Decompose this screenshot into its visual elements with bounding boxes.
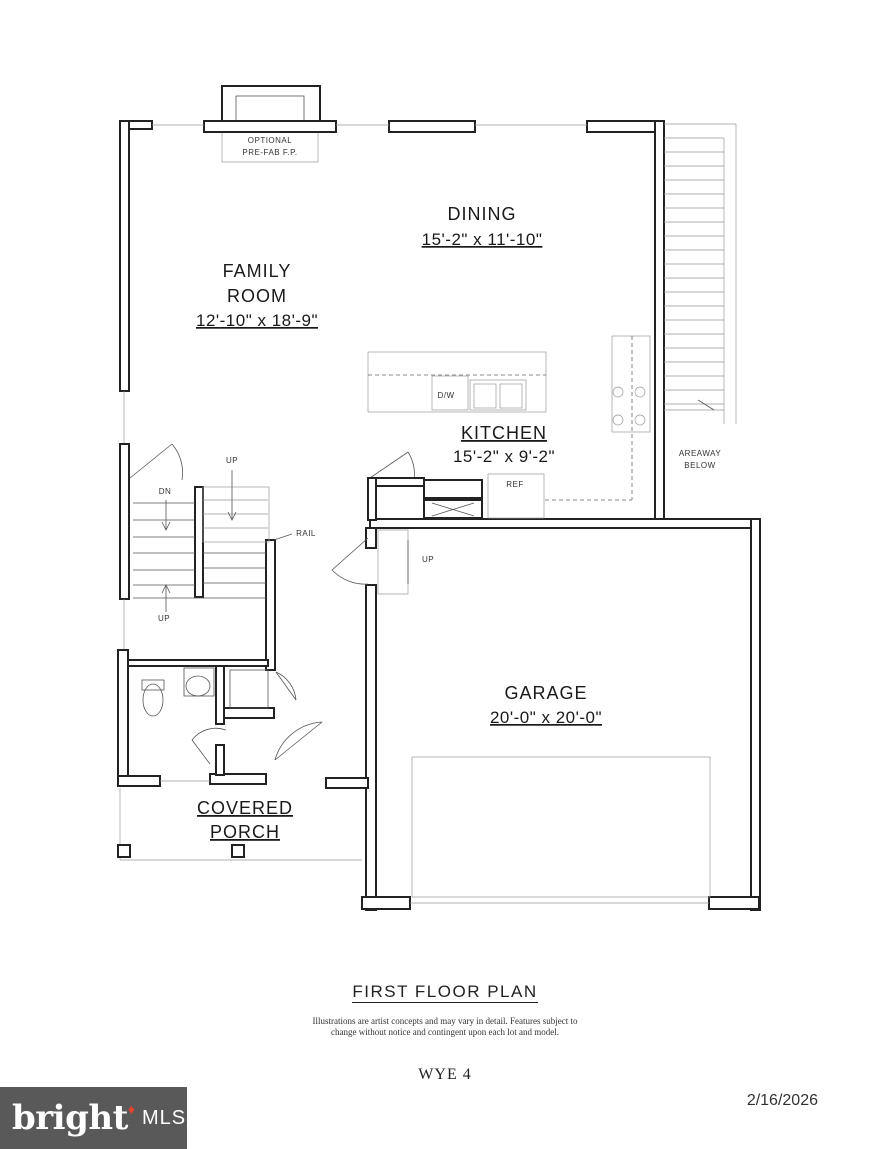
areaway-note-line1: AREAWAY <box>679 449 721 458</box>
dining-dimensions: 15'-2" x 11'-10" <box>422 230 543 249</box>
dishwasher-note: D/W <box>437 391 454 400</box>
fireplace-note-line1: OPTIONAL <box>248 136 293 145</box>
areaway-stairs <box>664 123 737 424</box>
plan-title: FIRST FLOOR PLAN <box>0 982 890 1003</box>
stair-up-note-2: UP <box>158 614 170 623</box>
bright-mls-logo: bright ♦ MLS <box>0 1087 187 1149</box>
staircase <box>133 470 293 671</box>
garage-label: GARAGE <box>504 683 587 703</box>
logo-word: bright <box>12 1098 128 1138</box>
logo-spark-icon: ♦ <box>127 1101 135 1117</box>
powder-room <box>127 659 275 776</box>
garage-step <box>377 529 409 595</box>
kitchen-label: KITCHEN <box>461 423 547 443</box>
refrigerator-note: REF <box>506 480 524 489</box>
listing-date: 2/16/2026 <box>746 1092 818 1109</box>
dining-label: DINING <box>448 204 517 224</box>
plan-title-text: FIRST FLOOR PLAN <box>352 982 538 1003</box>
garage-dimensions: 20'-0" x 20'-0" <box>490 708 602 727</box>
model-name: WYE 4 <box>418 1066 472 1083</box>
family-room-dimensions: 12'-10" x 18'-9" <box>196 311 318 330</box>
garage-door <box>410 756 711 904</box>
family-room-label-line2: ROOM <box>227 286 287 306</box>
logo-suffix: MLS <box>141 1106 187 1129</box>
covered-porch <box>117 788 362 861</box>
kitchen-dimensions: 15'-2" x 9'-2" <box>453 447 555 466</box>
garage-stair-up-note: UP <box>422 555 434 564</box>
rail-note: RAIL <box>296 529 316 538</box>
areaway-note-line2: BELOW <box>684 461 715 470</box>
stair-up-note-1: UP <box>226 456 238 465</box>
fireplace-note-line2: PRE-FAB F.P. <box>242 148 297 157</box>
porch-label-line1: COVERED <box>197 798 293 818</box>
kitchen-fixtures <box>367 335 651 521</box>
disclaimer-text: Illustrations are artist concepts and ma… <box>312 1016 578 1037</box>
porch-label-line2: PORCH <box>210 822 280 842</box>
stair-down-note: DN <box>159 487 172 496</box>
family-room-label-line1: FAMILY <box>223 261 292 281</box>
